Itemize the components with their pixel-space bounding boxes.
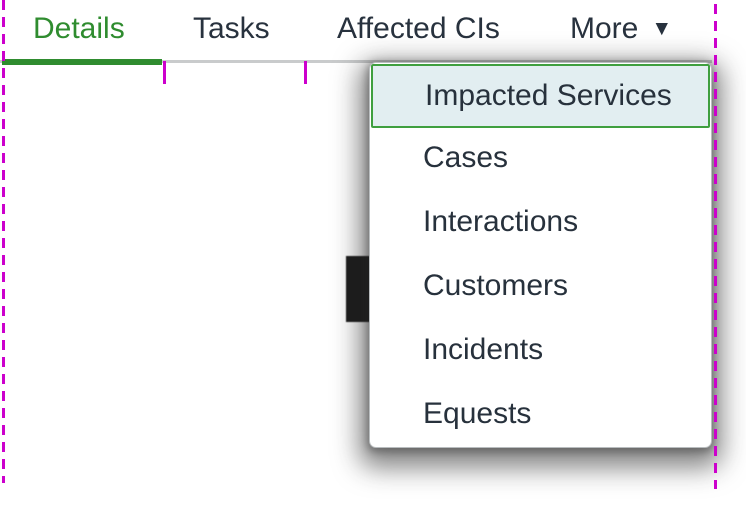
tab-details-label: Details	[33, 12, 125, 45]
tab-affected-cis-label: Affected CIs	[337, 12, 500, 45]
tab-details[interactable]: Details	[33, 8, 125, 50]
menu-item-interactions[interactable]: Interactions	[423, 205, 579, 238]
more-dropdown-menu: Impacted Services Cases Interactions Cus…	[369, 62, 712, 448]
active-tab-underline	[2, 59, 162, 65]
tab-bar-separator	[0, 60, 712, 63]
record-tab-bar: Details Tasks Affected CIs More ▼	[0, 0, 746, 62]
tab-affected-cis[interactable]: Affected CIs	[337, 8, 500, 50]
underlying-dark-element	[346, 256, 372, 322]
chevron-down-icon: ▼	[651, 17, 673, 40]
tab-more-label: More	[570, 12, 639, 45]
tab-more[interactable]: More ▼	[570, 8, 672, 50]
menu-item-cases[interactable]: Cases	[423, 141, 509, 174]
tab-boundary-marker-2	[304, 61, 307, 84]
crop-mark-right	[714, 4, 717, 489]
menu-item-equests[interactable]: Equests	[423, 397, 532, 430]
tab-boundary-marker-1	[163, 61, 166, 84]
tab-tasks[interactable]: Tasks	[193, 8, 270, 50]
crop-mark-left	[2, 0, 5, 483]
tab-tasks-label: Tasks	[193, 12, 270, 45]
menu-item-incidents[interactable]: Incidents	[423, 333, 544, 366]
menu-item-impacted-services[interactable]: Impacted Services	[371, 64, 710, 128]
menu-item-customers[interactable]: Customers	[423, 269, 569, 302]
